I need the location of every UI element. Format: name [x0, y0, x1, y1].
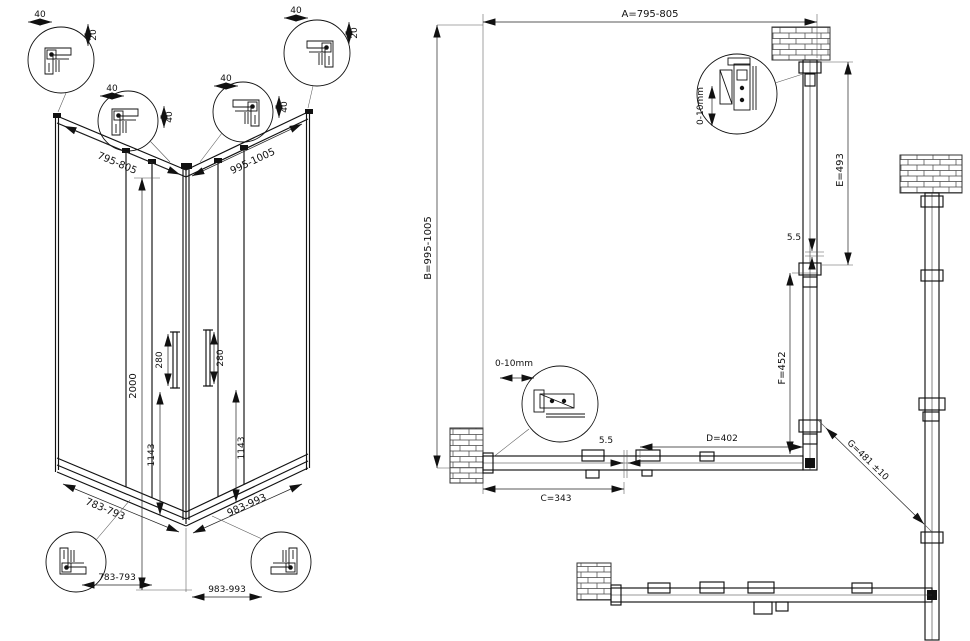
wall-hatch-top [771, 26, 831, 61]
dim-gap-top: 5.5 [787, 233, 801, 243]
detail-circle-bottom-right: 983-993 [192, 515, 312, 601]
detail-dim-40: 40 [220, 74, 232, 84]
dim-floor-left: 783-793 [98, 573, 136, 583]
wall-hatch-bottom [576, 562, 612, 601]
plan-horizontal-wall-2 [610, 581, 933, 615]
detail-dim-40: 40 [106, 84, 118, 94]
dim-G: G=481 ±10 [845, 438, 891, 483]
detail-dim-20: 20 [89, 29, 99, 41]
detail-circle-plan-left: 0-10mm [491, 359, 599, 459]
detail-circle-top-right: 40 20 [283, 6, 360, 109]
dim-E: E=493 [835, 153, 846, 187]
dim-adjust-vertical: 0-10mm [696, 87, 706, 125]
dim-height: 2000 [128, 373, 139, 398]
iso-corner-connector-blocks [53, 109, 313, 169]
dim-width-left-bottom: 783-793 [84, 496, 127, 522]
detail-dim-40: 40 [290, 6, 302, 16]
detail-circle-plan-top: 0-10mm [696, 53, 804, 135]
wall-hatch-left [449, 427, 484, 484]
plan-horizontal-wall [482, 449, 804, 479]
door-handles [170, 329, 213, 389]
wall-hatch-right [899, 154, 963, 194]
detail-circle-top-left: 40 20 [27, 10, 99, 113]
plan-vertical-wall-2 [918, 192, 946, 641]
dim-handle-right: 280 [216, 349, 226, 366]
detail-dim-40-v: 40 [165, 111, 175, 123]
detail-circle-mid-right: 40 40 [199, 74, 290, 163]
plan-dimensions: A=795-805 B=995-1005 E=493 5.5 F=452 5.5 [423, 9, 933, 533]
dim-adjust-horizontal: 0-10mm [495, 359, 533, 369]
dim-A: A=795-805 [621, 9, 678, 20]
detail-dim-40-v: 40 [280, 101, 290, 113]
dim-gap-bottom: 5.5 [599, 436, 613, 446]
iso-view: 795-805 995-1005 2000 280 280 1143 1143 … [27, 6, 360, 601]
wall-hatches [449, 26, 963, 601]
dim-width-right-top: 995-1005 [229, 147, 277, 177]
dim-F: F=452 [777, 351, 788, 384]
plan-vertical-wall [798, 59, 822, 471]
dim-door-right: 1143 [237, 437, 247, 460]
plan-view: A=795-805 B=995-1005 E=493 5.5 F=452 5.5 [423, 9, 963, 641]
dim-floor-right: 983-993 [208, 585, 246, 595]
dim-handle-left: 280 [155, 351, 165, 368]
dim-door-left: 1143 [147, 444, 157, 467]
detail-circle-bottom-left: 783-793 [45, 499, 152, 593]
detail-dim-20: 20 [350, 27, 360, 39]
dim-width-right-bottom: 983-993 [226, 492, 269, 519]
detail-circle-mid-left: 40 40 [97, 84, 175, 163]
iso-enclosure-frame [54, 111, 311, 527]
dim-B: B=995-1005 [423, 216, 434, 279]
dim-D: D=402 [706, 434, 738, 444]
detail-dim-40: 40 [34, 10, 46, 20]
dim-C: C=343 [540, 494, 571, 504]
